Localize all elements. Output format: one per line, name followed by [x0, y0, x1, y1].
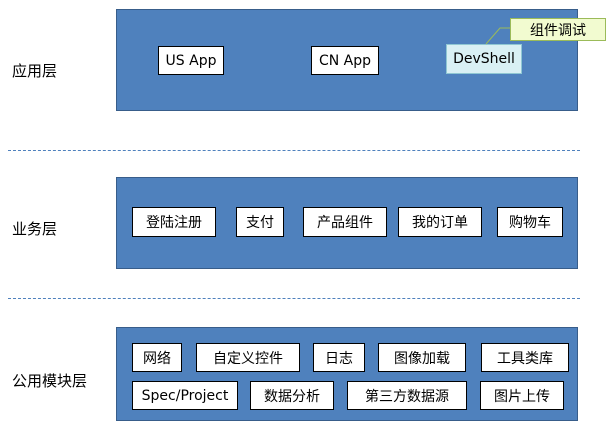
shopping-cart-module: 购物车	[497, 207, 563, 237]
my-orders-module: 我的订单	[398, 207, 482, 237]
image-upload-module: 图片上传	[480, 381, 564, 410]
product-components-module: 产品组件	[303, 207, 387, 237]
spec-project-module: Spec/Project	[132, 381, 238, 410]
devshell-module: DevShell	[446, 44, 522, 74]
devshell-callout: 组件调试	[510, 18, 606, 41]
image-loading-module: 图像加载	[378, 343, 466, 372]
common-layer-label: 公用模块层	[12, 372, 88, 390]
utility-library-module: 工具类库	[481, 343, 569, 372]
app-layer-label: 应用层	[12, 62, 58, 80]
payment-module: 支付	[236, 207, 284, 237]
divider-business-common	[8, 298, 580, 299]
us-app-module: US App	[158, 46, 224, 75]
custom-controls-module: 自定义控件	[196, 343, 300, 372]
cn-app-module: CN App	[311, 46, 379, 75]
divider-app-business	[8, 150, 580, 151]
business-layer-label: 业务层	[12, 220, 58, 238]
third-party-data-source-module: 第三方数据源	[347, 381, 467, 410]
data-analytics-module: 数据分析	[250, 381, 334, 410]
log-module: 日志	[313, 343, 365, 372]
login-register-module: 登陆注册	[132, 207, 216, 237]
network-module: 网络	[132, 343, 182, 372]
